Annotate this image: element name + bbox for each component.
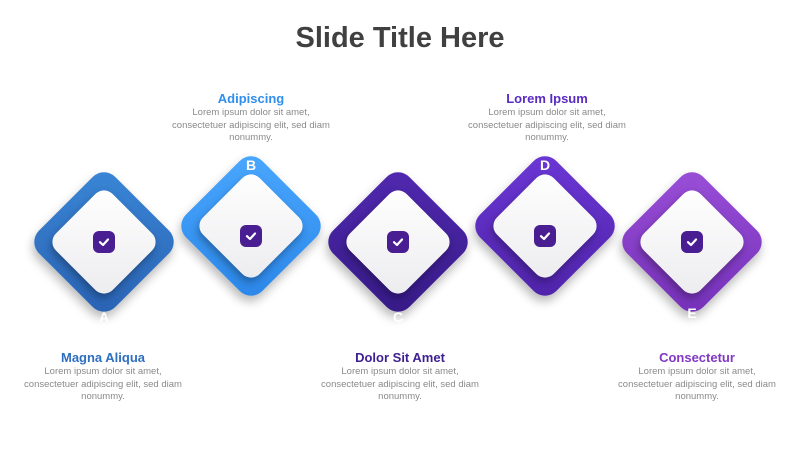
step-e-heading: Consectetur [659,350,735,365]
step-b-letter: B [245,157,257,173]
step-a-letter: A [98,309,110,325]
step-d-description: Lorem ipsum dolor sit amet, consectetuer… [468,107,626,143]
check-icon [387,231,409,253]
step-d-text-block: Lorem Ipsum Lorem ipsum dolor sit amet, … [462,91,632,145]
step-c-description: Lorem ipsum dolor sit amet, consectetuer… [321,366,479,402]
step-c-heading: Dolor Sit Amet [355,350,445,365]
step-a-text-block: Magna Aliqua Lorem ipsum dolor sit amet,… [18,350,188,404]
step-d-heading: Lorem Ipsum [506,91,588,106]
step-a-description: Lorem ipsum dolor sit amet, consectetuer… [24,366,182,402]
step-e-description: Lorem ipsum dolor sit amet, consectetuer… [618,366,776,402]
slide-title: Slide Title Here [295,22,505,54]
check-icon [534,225,556,247]
step-c-letter: C [392,309,404,325]
step-c-text-block: Dolor Sit Amet Lorem ipsum dolor sit ame… [315,350,485,404]
check-icon [240,225,262,247]
step-d-letter: D [539,157,551,173]
step-e-text-block: Consectetur Lorem ipsum dolor sit amet, … [612,350,782,404]
step-a-heading: Magna Aliqua [60,350,146,365]
check-icon [681,231,703,253]
step-b-heading: Adipiscing [217,91,285,106]
step-e-letter: E [687,305,697,321]
check-icon [93,231,115,253]
step-b-text-block: Adipiscing Lorem ipsum dolor sit amet, c… [166,91,336,145]
step-b-description: Lorem ipsum dolor sit amet, consectetuer… [172,107,330,143]
